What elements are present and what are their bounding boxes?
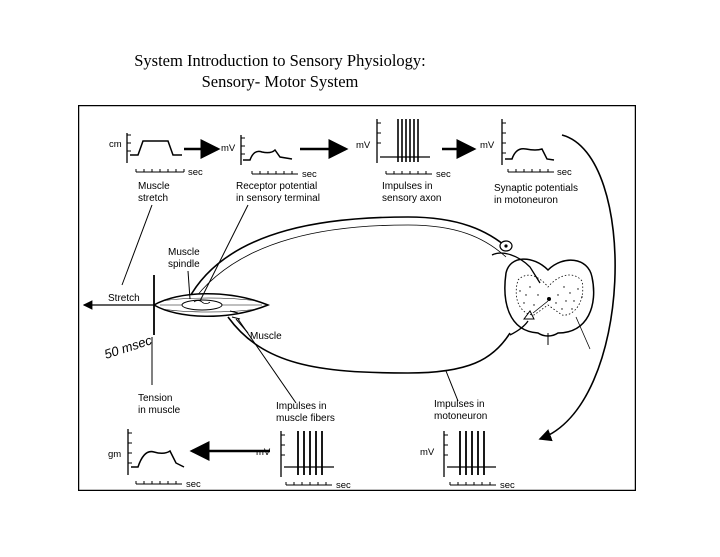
label-muscle-stretch: Muscle	[138, 181, 170, 192]
unit-sec-label: sec	[336, 480, 351, 491]
title-line-2: Sensory- Motor System	[201, 72, 359, 91]
label-muscle-spindle: Muscle	[168, 247, 200, 258]
unit-sec-label: sec	[436, 169, 451, 180]
label-muscle-fibers-2: muscle fibers	[276, 413, 335, 424]
spinal-cord-section	[491, 240, 595, 350]
label-receptor-potential-2: in sensory terminal	[236, 193, 320, 204]
label-muscle: Muscle	[250, 331, 282, 342]
trace-receptor-potential: mV sec	[221, 135, 317, 180]
unit-gm-label: gm	[108, 449, 121, 460]
unit-mv-label: mV	[480, 140, 495, 151]
label-tension: Tension	[138, 393, 172, 404]
label-sensory-axon-2: sensory axon	[382, 193, 441, 204]
sensory-nerve-path	[187, 216, 511, 301]
pointer-line	[237, 318, 297, 404]
unit-sec-label: sec	[557, 167, 572, 178]
trace-muscle-stretch: cm sec	[109, 133, 203, 178]
label-tension-2: in muscle	[138, 405, 181, 416]
unit-mv-label: mV	[356, 140, 371, 151]
arrow-curved	[538, 134, 616, 442]
label-synaptic-potentials-2: in motoneuron	[494, 195, 558, 206]
trace-muscle-tension: gm sec	[108, 429, 201, 490]
motor-nerve-path	[227, 316, 511, 374]
unit-cm-label: cm	[109, 139, 122, 150]
trace-muscle-fiber-impulses: mV sec	[256, 431, 351, 491]
unit-mv-label: mV	[256, 447, 271, 458]
trace-synaptic-potentials: mV sec	[480, 119, 572, 178]
muscle-spindle	[181, 299, 223, 311]
label-motoneuron-2: motoneuron	[434, 411, 487, 422]
label-muscle-fibers: Impulses in	[276, 401, 327, 412]
label-synaptic-potentials: Synaptic potentials	[494, 183, 578, 194]
pointer-line	[199, 204, 249, 302]
label-muscle-spindle-2: spindle	[168, 259, 200, 270]
label-stretch: Stretch	[108, 293, 140, 304]
pointer-line	[121, 204, 153, 286]
slide-title: System Introduction to Sensory Physiolog…	[0, 50, 560, 92]
label-muscle-stretch-2: stretch	[138, 193, 168, 204]
title-line-1: System Introduction to Sensory Physiolog…	[134, 51, 426, 70]
unit-mv-label: mV	[221, 143, 236, 154]
label-sensory-axon: Impulses in	[382, 181, 433, 192]
label-motoneuron: Impulses in	[434, 399, 485, 410]
trace-sensory-axon: mV sec	[356, 119, 451, 180]
sensory-motor-diagram: cm sec mV sec mV	[78, 105, 636, 491]
unit-sec-label: sec	[186, 479, 201, 490]
label-receptor-potential: Receptor potential	[236, 181, 317, 192]
handwritten-note: 50 msec	[102, 332, 154, 362]
pointer-line	[445, 370, 459, 402]
unit-sec-label: sec	[302, 169, 317, 180]
unit-mv-label: mV	[420, 447, 435, 458]
unit-sec-label: sec	[500, 480, 515, 491]
trace-motoneuron-impulses: mV sec	[420, 431, 515, 491]
diagram-border	[78, 105, 636, 491]
unit-sec-label: sec	[188, 167, 203, 178]
muscle	[152, 275, 271, 335]
